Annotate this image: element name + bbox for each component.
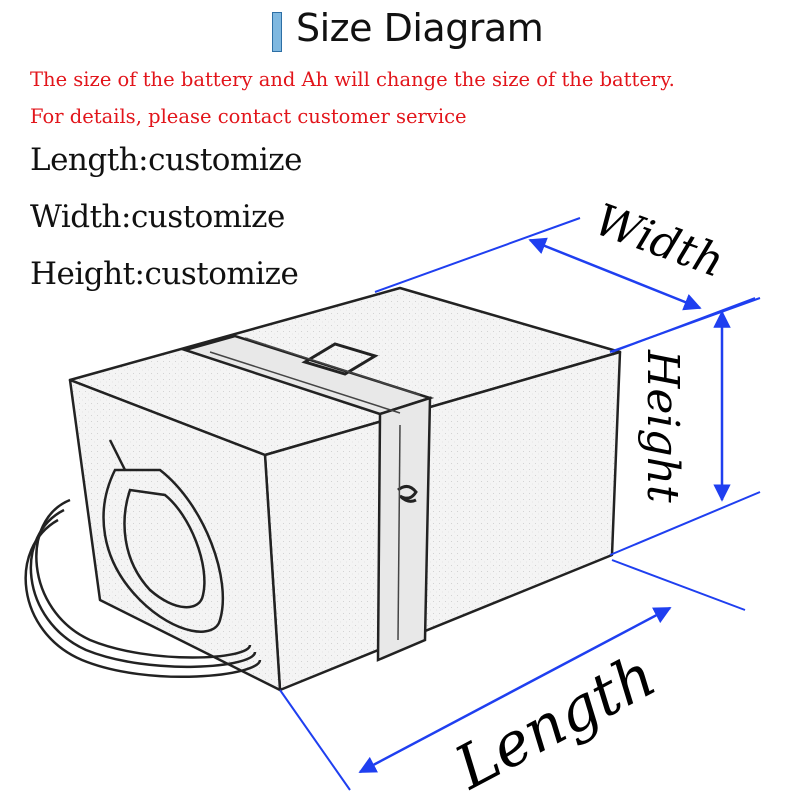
length-label: Length (443, 640, 667, 800)
width-extension-line-1 (374, 217, 581, 293)
length-arrow (358, 606, 672, 774)
dimension-arrows (358, 237, 731, 774)
spec-width: Width:customize (30, 199, 285, 235)
wrap-band (180, 334, 435, 662)
spec-length: Length:customize (30, 142, 302, 178)
title-marker-bar (272, 12, 282, 52)
battery-cables (24, 439, 262, 678)
height-extension-line-1 (609, 297, 761, 353)
dimension-guides (279, 217, 761, 791)
page-title: Size Diagram (296, 6, 544, 50)
band-print-lines (209, 337, 421, 641)
size-notice-line-2: For details, please contact customer ser… (30, 105, 467, 128)
height-extension-line-2 (609, 491, 761, 556)
width-label: Width (588, 194, 730, 287)
size-notice-line-1: The size of the battery and Ah will chan… (30, 68, 675, 91)
length-extension-line-2 (279, 689, 351, 791)
battery-box (68, 286, 622, 692)
band-logo-marks (301, 342, 418, 503)
width-arrow (528, 237, 702, 311)
height-label: Height (637, 349, 688, 503)
spec-height: Height:customize (30, 256, 299, 292)
length-extension-line-1 (611, 559, 746, 611)
